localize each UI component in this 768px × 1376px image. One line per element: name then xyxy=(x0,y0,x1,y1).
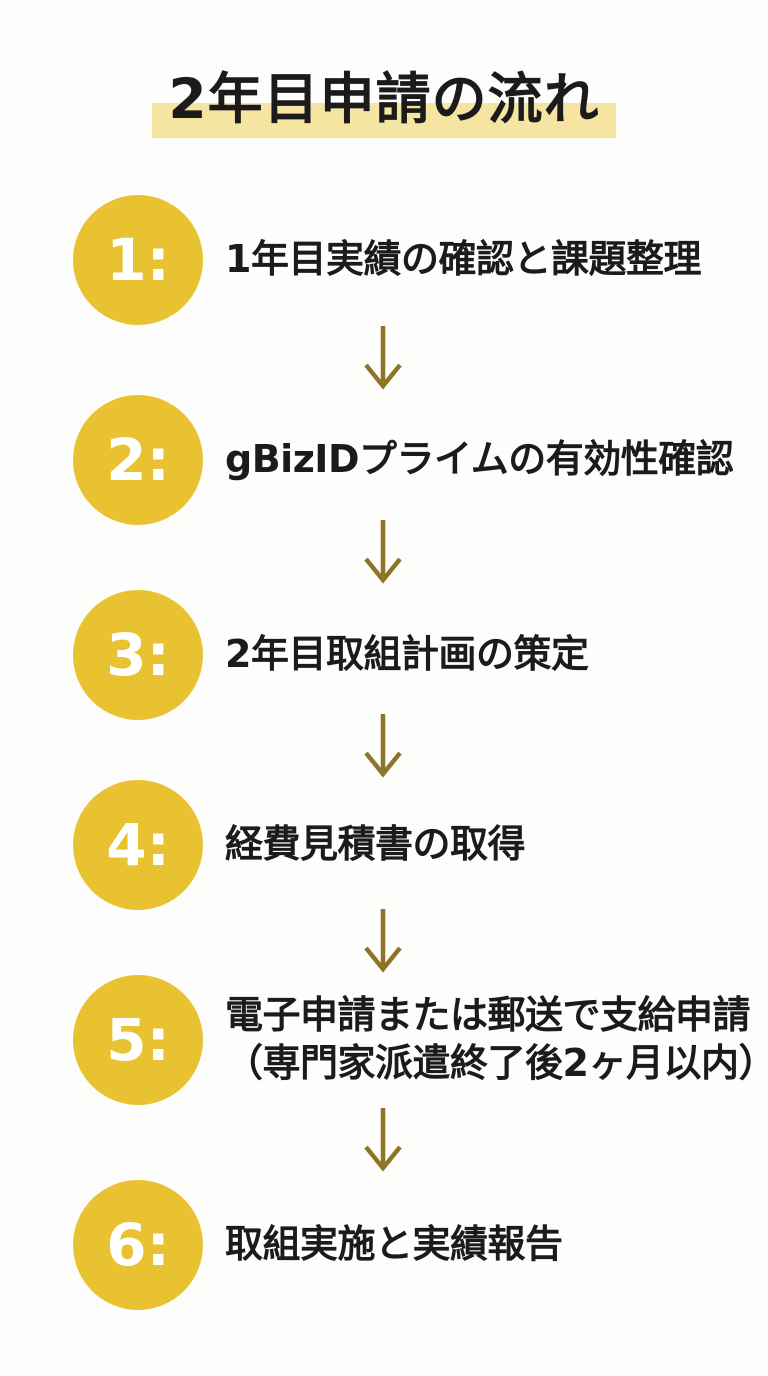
step-5: 5: 電子申請または郵送で支給申請 （専門家派遣終了後2ヶ月以内） xyxy=(73,975,768,1105)
step-1-number-badge: 1: xyxy=(73,195,203,325)
step-6-number-badge: 6: xyxy=(73,1180,203,1310)
step-1-label: 1年目実績の確認と課題整理 xyxy=(225,237,701,282)
step-2-number-badge: 2: xyxy=(73,395,203,525)
down-arrow-icon xyxy=(364,714,402,778)
step-4: 4: 経費見積書の取得 xyxy=(73,780,753,910)
step-5-label-line2: （専門家派遣終了後2ヶ月以内） xyxy=(225,1041,768,1085)
step-3: 3: 2年目取組計画の策定 xyxy=(73,590,753,720)
step-3-number: 3: xyxy=(106,621,170,689)
step-1-number: 1: xyxy=(106,226,170,294)
step-6: 6: 取組実施と実績報告 xyxy=(73,1180,753,1310)
step-2-number: 2: xyxy=(106,426,170,494)
step-1: 1: 1年目実績の確認と課題整理 xyxy=(73,195,753,325)
step-4-number-badge: 4: xyxy=(73,780,203,910)
step-3-label: 2年目取組計画の策定 xyxy=(225,632,589,677)
page-title-wrap: 2年目申請の流れ xyxy=(0,62,768,138)
step-6-number: 6: xyxy=(106,1211,170,1279)
step-4-number: 4: xyxy=(106,811,170,879)
down-arrow-icon xyxy=(364,909,402,973)
step-2: 2: gBizIDプライムの有効性確認 xyxy=(73,395,753,525)
down-arrow-icon xyxy=(364,1108,402,1172)
step-5-number-badge: 5: xyxy=(73,975,203,1105)
down-arrow-icon xyxy=(364,520,402,584)
step-3-number-badge: 3: xyxy=(73,590,203,720)
step-5-label: 電子申請または郵送で支給申請 （専門家派遣終了後2ヶ月以内） xyxy=(225,992,768,1088)
page-title: 2年目申請の流れ xyxy=(152,62,616,138)
down-arrow-icon xyxy=(364,326,402,390)
step-5-label-line1: 電子申請または郵送で支給申請 xyxy=(225,993,751,1038)
step-2-label: gBizIDプライムの有効性確認 xyxy=(225,437,734,482)
step-4-label: 経費見積書の取得 xyxy=(225,822,526,867)
step-6-label: 取組実施と実績報告 xyxy=(225,1222,563,1267)
step-5-number: 5: xyxy=(106,1006,170,1074)
